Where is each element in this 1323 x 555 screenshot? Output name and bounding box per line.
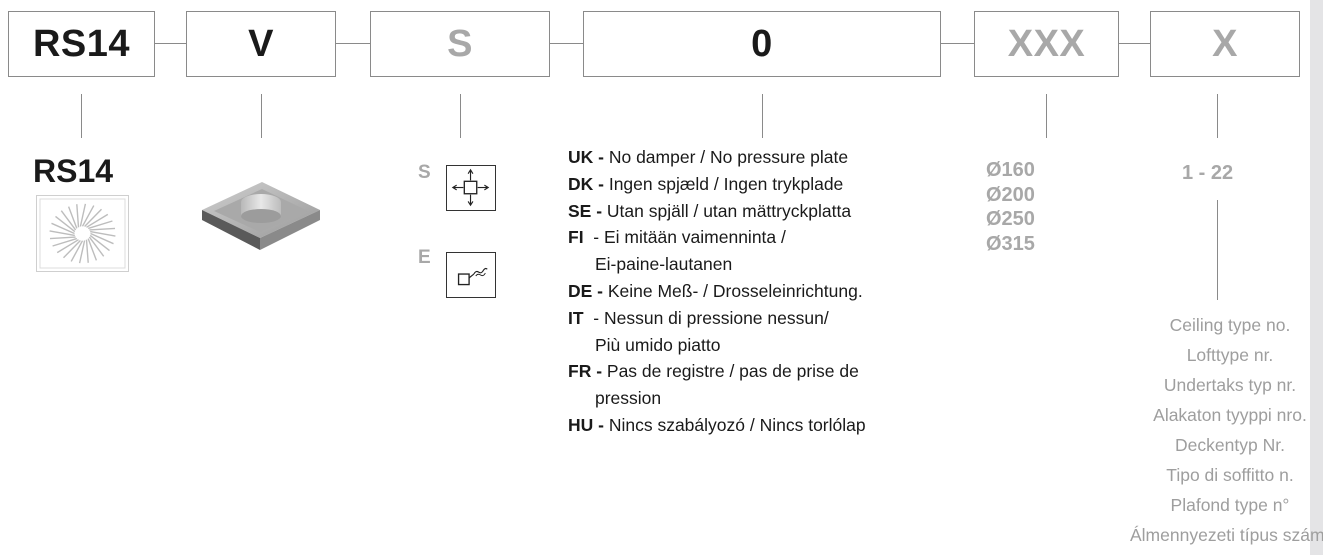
swirl-ray (87, 238, 98, 261)
swirl-ray (84, 208, 103, 227)
ceiling-label: Lofttype nr. (1186, 345, 1274, 365)
option-s-label: S (418, 162, 431, 183)
description-row-fi-cont: Ei-paine-lautanen (595, 254, 733, 275)
drop-line (81, 94, 82, 138)
option-e-label: E (418, 247, 431, 268)
swirl-ray (81, 205, 95, 227)
swirl-ray (86, 213, 109, 228)
ceiling-label: Ceiling type no. (1169, 315, 1291, 335)
connector-line (1119, 43, 1150, 44)
swirl-ray (55, 215, 76, 233)
code-box-ceiling: X (1150, 11, 1300, 77)
drop-line (1046, 94, 1047, 138)
swirl-ray (90, 232, 114, 245)
code-box-damper: 0 (583, 11, 941, 77)
ceiling-label: Alakaton tyyppi nro. (1153, 405, 1307, 425)
ceiling-label: Deckentyp Nr. (1175, 435, 1285, 455)
adjustable-direction-icon (446, 165, 496, 211)
size-item: Ø315 (986, 232, 1035, 255)
description-row-dk: DK - Ingen spjæld / Ingen trykplade (568, 173, 844, 194)
swirl-ray (51, 222, 75, 235)
connector-line (155, 43, 186, 44)
description-row-se: SE - Utan spjäll / utan mättryckplatta (568, 200, 852, 221)
swirl-ray (67, 206, 78, 229)
scrollbar-rail[interactable] (1310, 0, 1323, 555)
swirl-ray (76, 204, 80, 228)
size-item: Ø160 (986, 159, 1035, 181)
code-box-option: S (370, 11, 550, 77)
ceiling-label: Plafond type n° (1170, 495, 1290, 515)
swirl-ray (78, 240, 86, 264)
ceiling-label: Álmennyezeti típus száma (1130, 525, 1323, 545)
code-box-variant: V (186, 11, 336, 77)
description-row-fr-cont: pression (595, 388, 662, 409)
swirl-ray (88, 236, 105, 257)
description-row-fr: FR - Pas de registre / pas de prise de (568, 361, 859, 382)
ceiling-label: Undertaks typ nr. (1163, 375, 1297, 395)
size-list: Ø160 Ø200 Ø250 Ø315 (986, 158, 1035, 256)
description-row-it-cont: Più umido piatto (595, 334, 721, 355)
drop-line (762, 94, 763, 138)
description-row-uk: UK - No damper / No pressure plate (568, 147, 849, 167)
cable-adjust-icon (446, 252, 496, 298)
damper-description-list: UK - No damper / No pressure plate DK - … (568, 144, 866, 439)
swirl-diffuser-icon (36, 195, 129, 272)
drop-line (460, 94, 461, 138)
swirl-ray (52, 237, 78, 247)
ceiling-type-labels: Ceiling type no. Lofttype nr. Undertaks … (1130, 310, 1323, 550)
swirl-ray (90, 230, 116, 237)
drop-line (261, 94, 262, 138)
description-row-it: IT - Nessun di pressione nessun/ (568, 307, 829, 328)
code-box-size: XXX (974, 11, 1119, 77)
swirl-ray (87, 220, 113, 230)
product-name: RS14 (33, 153, 114, 189)
size-item: Ø200 (986, 183, 1035, 206)
connector-line (550, 43, 583, 44)
code-box-model: RS14 (8, 11, 155, 77)
swirl-ray (62, 240, 81, 259)
swirl-ray (85, 239, 89, 263)
drop-line (1217, 94, 1218, 138)
swirl-ray (89, 227, 116, 231)
connector-line (941, 43, 974, 44)
swirl-ray (70, 240, 84, 262)
swirl-ray (49, 230, 75, 237)
description-row-de: DE - Keine Meß- / Drosseleinrichtung. (568, 280, 863, 301)
diffuser-plenum-image (202, 182, 320, 250)
ceiling-label: Tipo di soffitto n. (1166, 465, 1294, 485)
swirl-ray (79, 203, 87, 227)
drop-line (1217, 200, 1218, 300)
description-row-fi: FI - Ei mitään vaimenninta / (568, 227, 786, 248)
swirl-ray (60, 210, 77, 231)
ceiling-range: 1 - 22 (1182, 162, 1234, 184)
description-row-hu: HU - Nincs szabályozó / Nincs torlólap (568, 414, 866, 435)
swirl-ray (89, 234, 110, 252)
size-item: Ø250 (986, 208, 1035, 230)
swirl-ray (56, 239, 79, 254)
connector-line (336, 43, 370, 44)
swirl-ray (49, 236, 76, 240)
